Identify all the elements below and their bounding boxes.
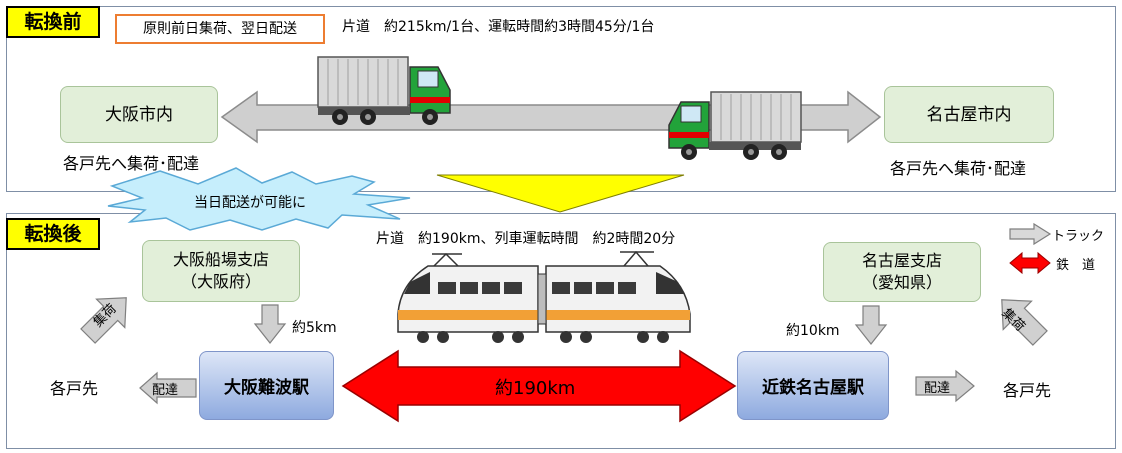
nagoya-door-label: 各戸先 — [1003, 381, 1052, 400]
origin-label: 大阪市内 — [105, 104, 173, 125]
down-arrow-icon — [253, 304, 287, 344]
osaka-namba-station: 大阪難波駅 — [199, 351, 334, 420]
legend-rail-label: 鉄 道 — [1056, 258, 1096, 273]
kintetsu-nagoya-station: 近鉄名古屋駅 — [737, 351, 889, 420]
nagoya-delivery-label: 配達 — [924, 381, 951, 396]
osaka-distance: 約5km — [292, 320, 337, 336]
down-arrow-icon — [854, 305, 888, 345]
train-icon — [397, 250, 691, 343]
osaka-branch: 大阪船場支店 （大阪府） — [142, 240, 300, 302]
legend-truck-label: トラック — [1052, 229, 1105, 244]
nagoya-distance: 約10km — [786, 323, 840, 339]
before-note: 原則前日集荷、翌日配送 — [115, 14, 325, 44]
osaka-delivery-label: 配達 — [152, 383, 179, 398]
legend-truck-arrow-icon — [1009, 222, 1052, 246]
destination-label: 名古屋市内 — [926, 104, 1012, 125]
delivery-arrow-icon — [139, 371, 197, 405]
before-tag: 転換前 — [6, 6, 100, 38]
rail-distance-label: 約190km — [495, 378, 576, 399]
before-route-info: 片道 約215km/1台、運転時間約3時間45分/1台 — [342, 19, 655, 35]
nagoya-branch-region: （愛知県） — [861, 273, 942, 292]
after-route-info: 片道 約190km、列車運転時間 約2時間20分 — [376, 231, 676, 247]
osaka-branch-name: 大阪船場支店 — [172, 250, 269, 269]
nagoya-station-label: 近鉄名古屋駅 — [762, 378, 864, 398]
nagoya-branch-name: 名古屋支店 — [861, 251, 942, 270]
nagoya-branch: 名古屋支店 （愛知県） — [823, 242, 981, 302]
truck-icon — [668, 91, 802, 160]
osaka-door-label: 各戸先 — [50, 379, 99, 398]
osaka-station-label: 大阪難波駅 — [224, 378, 309, 398]
destination-caption: 各戸先へ集荷･配達 — [890, 159, 1027, 178]
pickup-arrow-icon — [80, 297, 127, 344]
legend-rail-arrow-icon — [1009, 251, 1051, 275]
after-tag: 転換後 — [6, 218, 100, 250]
origin-caption: 各戸先へ集荷･配達 — [63, 154, 200, 173]
origin-osaka-city: 大阪市内 — [60, 86, 218, 143]
burst-label: 当日配送が可能に — [194, 195, 306, 211]
destination-nagoya-city: 名古屋市内 — [884, 86, 1054, 143]
pickup-arrow-icon — [1001, 299, 1048, 346]
truck-icon — [317, 56, 451, 125]
osaka-branch-region: （大阪府） — [180, 272, 261, 291]
delivery-arrow-icon — [915, 369, 975, 403]
